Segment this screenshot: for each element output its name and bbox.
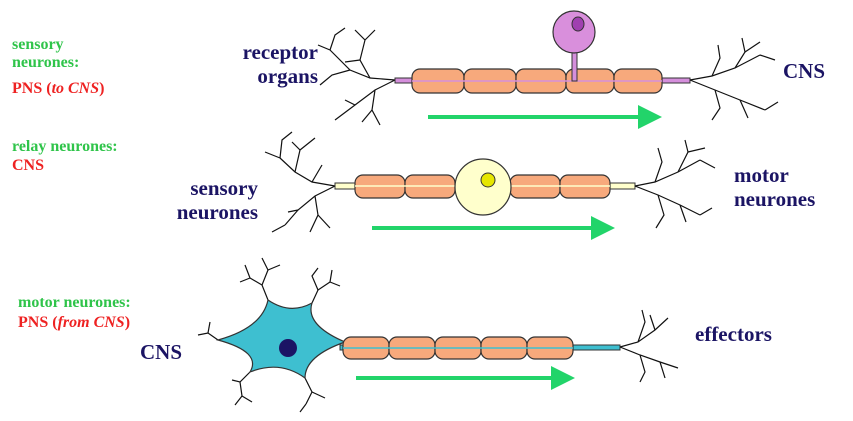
sensory-right-dendrites-icon	[689, 37, 779, 121]
sensory-title-line1: sensory	[12, 36, 64, 53]
motor-location: PNS (from CNS)	[18, 314, 131, 331]
sensory-input-label: receptor organs	[212, 40, 318, 88]
relay-cell-body	[454, 158, 512, 216]
sensory-input-line2: organs	[257, 64, 318, 89]
relay-input-line1: sensory	[190, 176, 258, 200]
sensory-left-dendrites-icon	[317, 27, 396, 126]
relay-title: relay neurones:	[12, 138, 118, 155]
relay-output-line1: motor	[734, 163, 789, 187]
sensory-title: sensory neurones:	[12, 36, 79, 73]
motor-output-label: effectors	[695, 322, 772, 346]
relay-output-label: motor neurones	[734, 163, 815, 211]
relay-output-line2: neurones	[734, 187, 816, 212]
relay-neurone	[264, 131, 716, 240]
sensory-input-line1: receptor	[242, 40, 318, 64]
relay-nucleus	[480, 172, 496, 188]
motor-title: motor neurones:	[18, 294, 131, 311]
relay-input-label: sensory neurones	[140, 176, 258, 224]
motor-cell-body	[215, 299, 347, 380]
sensory-location-detail: to CNS	[51, 80, 100, 97]
relay-input-line2: neurones	[176, 200, 258, 225]
sensory-location-pns: PNS	[12, 80, 43, 97]
motor-dendrites-icon	[197, 257, 341, 413]
sensory-title-line2: neurones:	[12, 54, 80, 72]
sensory-location: PNS (to CNS)	[12, 80, 105, 97]
motor-input-label: CNS	[140, 340, 183, 364]
sensory-nucleus	[571, 16, 585, 32]
motor-neurone	[197, 257, 679, 413]
motor-location-detail: from CNS	[57, 314, 125, 331]
motor-axon-terminals-icon	[619, 309, 679, 383]
sensory-cell-body	[552, 10, 596, 54]
relay-left-dendrites-icon	[264, 131, 336, 233]
motor-nucleus	[279, 339, 297, 357]
motor-location-pns: PNS	[18, 314, 49, 331]
sensory-output-label: CNS	[783, 59, 826, 83]
relay-location: CNS	[12, 157, 45, 174]
relay-right-dendrites-icon	[634, 139, 716, 229]
sensory-neurone	[317, 10, 779, 129]
